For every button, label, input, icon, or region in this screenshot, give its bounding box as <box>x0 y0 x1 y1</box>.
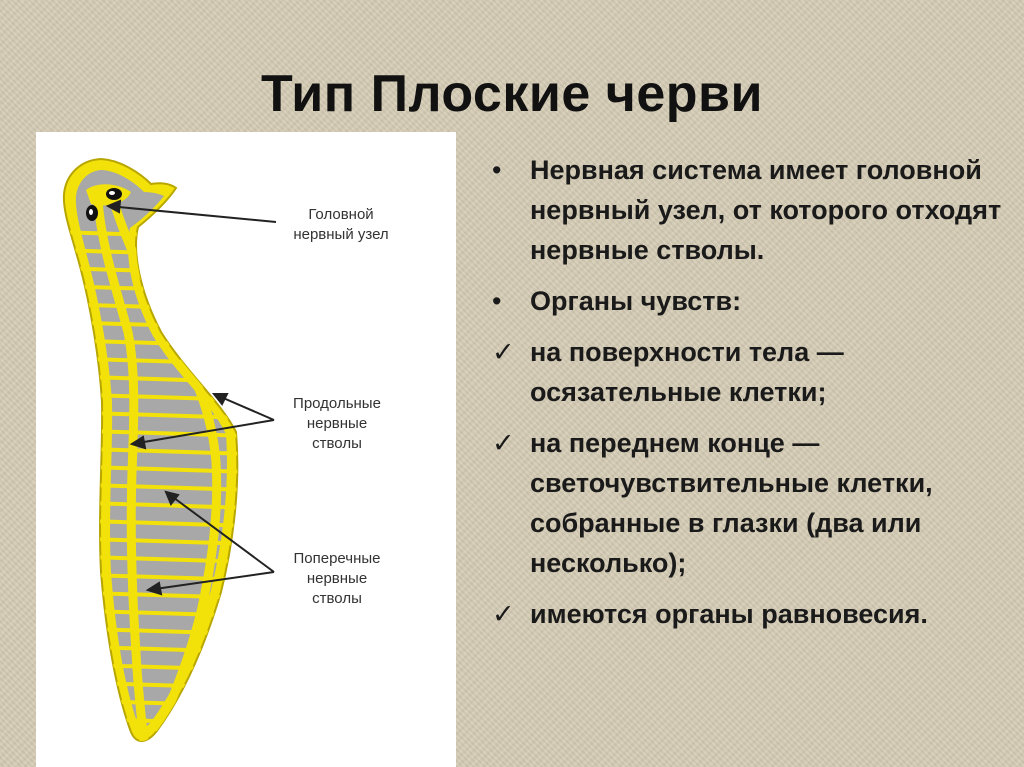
arrowhead-longitudinal-1 <box>211 393 229 406</box>
label-transverse-line-2: нервные <box>306 570 368 587</box>
checklist-item: ✓ на переднем конце — светочувствительные… <box>488 423 1013 583</box>
slide-title: Тип Плоские черви <box>261 65 763 123</box>
checkmark-icon: ✓ <box>492 599 515 629</box>
checkmark-icon: ✓ <box>492 337 515 367</box>
label-head-ganglion: Головной нервный узел <box>276 205 406 245</box>
label-head-ganglion-line-2: нервный узел <box>293 226 389 243</box>
transverse-nerve-rung <box>63 302 238 312</box>
arrow-head-ganglion <box>107 205 277 223</box>
bullet-icon: • <box>492 286 502 316</box>
checklist-item: ✓ имеются органы равновесия. <box>488 594 1013 634</box>
eye-spot-lower-highlight <box>89 209 93 215</box>
label-longitudinal-line-1: Продольные <box>293 395 381 412</box>
bullet-text: Органы чувств: <box>530 286 742 316</box>
bullet-text: Нервная система имеет головной нервный у… <box>530 155 1002 265</box>
bullet-item: • Нервная система имеет головной нервный … <box>488 150 1013 270</box>
label-transverse-line-1: Поперечные <box>293 550 381 567</box>
label-transverse-line-3: стволы <box>312 590 362 607</box>
arrowhead-transverse-1 <box>164 490 180 506</box>
checklist-item: ✓ на поверхности тела — осязательные клет… <box>488 332 1013 412</box>
arrow-transverse-1 <box>165 491 275 573</box>
label-head-ganglion-line-1: Головной <box>308 206 374 223</box>
eye-spot-upper-highlight <box>109 191 115 195</box>
label-longitudinal-line-3: стволы <box>312 435 362 452</box>
longitudinal-trunk-left <box>93 199 149 741</box>
bullet-icon: • <box>492 155 502 185</box>
checklist-text: на переднем конце — светочувствительные … <box>530 428 933 578</box>
checklist-text: на поверхности тела — осязательные клетк… <box>530 337 844 407</box>
bullet-list: • Нервная система имеет головной нервный … <box>488 150 1013 645</box>
label-longitudinal-trunks: Продольные нервные стволы <box>272 394 402 454</box>
arrowhead-transverse-2 <box>145 581 163 596</box>
label-transverse-trunks: Поперечные нервные стволы <box>272 549 402 609</box>
bullet-item: • Органы чувств: <box>488 281 1013 321</box>
checkmark-icon: ✓ <box>492 428 515 458</box>
arrowhead-head-ganglion <box>105 199 122 214</box>
arrow-longitudinal-2 <box>131 419 275 445</box>
flatworm-diagram <box>62 157 277 742</box>
flatworm-illustration: Головной нервный узел Продольные нервные… <box>36 132 456 767</box>
arrow-transverse-2 <box>147 571 275 591</box>
arrowhead-longitudinal-2 <box>129 435 147 450</box>
label-longitudinal-line-2: нервные <box>306 415 368 432</box>
checklist-text: имеются органы равновесия. <box>530 599 928 629</box>
